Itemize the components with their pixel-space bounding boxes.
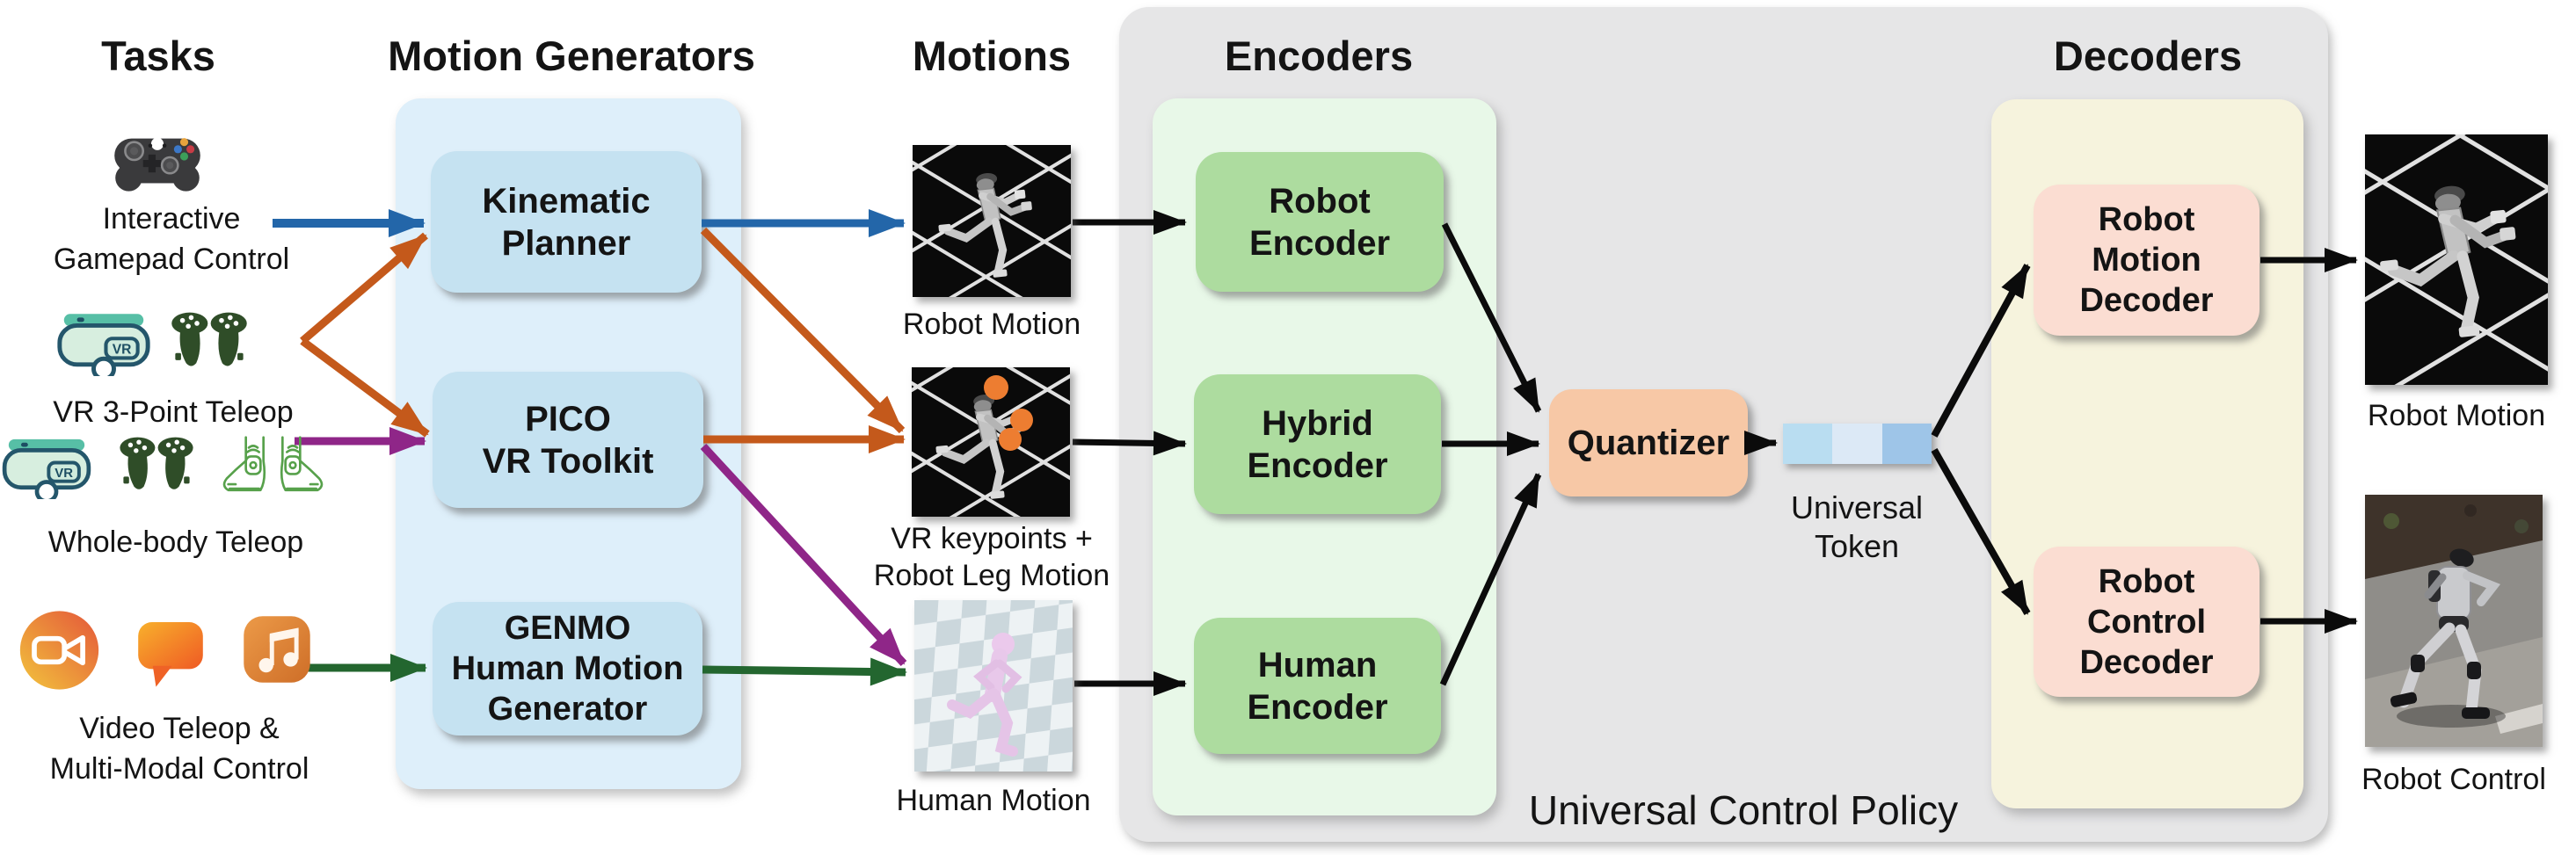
vr-badge-text: VR	[113, 343, 132, 358]
label-line: Token	[1814, 528, 1900, 564]
genmo-generator-box: GENMO Human Motion Generator	[433, 602, 702, 735]
kinematic-planner-label: Kinematic Planner	[482, 180, 650, 264]
label-line: VR Toolkit	[482, 441, 654, 481]
label-line: Hybrid	[1262, 403, 1373, 443]
robot-control-decoder-label: Robot Control Decoder	[2079, 562, 2213, 683]
caption-line: Human Motion	[896, 784, 1091, 817]
genmo-generator-label: GENMO Human Motion Generator	[452, 608, 684, 729]
task-label-gamepad: Interactive Gamepad Control	[54, 199, 289, 279]
pico-vr-toolkit-box: PICO VR Toolkit	[433, 372, 703, 508]
task-label-wholebody: Whole-body Teleop	[48, 522, 303, 562]
heading-decoders: Decoders	[2053, 33, 2243, 79]
heading-motion-generators: Motion Generators	[388, 33, 755, 79]
robot-encoder-box: Robot Encoder	[1196, 152, 1444, 292]
heading-motions: Motions	[912, 33, 1072, 79]
gamepad-icon	[114, 137, 200, 192]
label-line: Human Motion	[451, 650, 684, 687]
robot-motion-image	[913, 145, 1071, 297]
label-line: Multi-Modal Control	[49, 752, 309, 786]
heading-tasks: Tasks	[101, 33, 215, 79]
arrow-pico-to-human-motion	[700, 443, 907, 667]
robot-control-decoder-box: Robot Control Decoder	[2034, 547, 2259, 697]
caption-output-robot-control: Robot Control	[2361, 761, 2546, 798]
caption-line: VR keypoints +	[891, 522, 1093, 555]
label-line: PICO	[525, 399, 611, 438]
human-encoder-box: Human Encoder	[1194, 618, 1441, 754]
robot-encoder-label: Robot Encoder	[1249, 180, 1390, 264]
vr-headset-icon: VR	[57, 314, 150, 376]
label-line: Encoder	[1247, 687, 1388, 727]
label-line: Human	[1257, 645, 1378, 685]
arrow-human-encoder-to-quantizer	[1439, 473, 1542, 686]
label-line: Motion	[2092, 242, 2201, 279]
token-cell	[1832, 424, 1882, 464]
heading-encoders: Encoders	[1224, 33, 1414, 79]
robot-motion-decoder-label: Robot Motion Decoder	[2079, 199, 2213, 321]
vr-badge-text: VR	[55, 467, 73, 481]
vr-controllers-icon	[120, 437, 193, 489]
vr-controllers-icon	[171, 312, 247, 366]
human-encoder-label: Human Encoder	[1247, 644, 1387, 728]
label-line: Encoder	[1248, 223, 1391, 263]
robot-motion-output-image	[2365, 134, 2548, 385]
label-line: Generator	[487, 691, 648, 728]
video-call-icon	[19, 611, 99, 690]
task-label-video-multimodal: Video Teleop & Multi-Modal Control	[50, 708, 309, 789]
arrow-vr3point-to-kinematic	[300, 232, 428, 344]
label-line: Whole-body Teleop	[47, 525, 304, 559]
caption-vr-keypoints: VR keypoints + Robot Leg Motion	[874, 520, 1110, 594]
label-line: Control	[2086, 603, 2207, 641]
arrow-vr3point-to-pico	[300, 337, 430, 438]
pico-vr-toolkit-label: PICO VR Toolkit	[483, 398, 654, 482]
feet-trackers-icon	[222, 436, 324, 492]
vr-keypoints-image	[912, 367, 1070, 517]
label-line: Interactive	[102, 202, 241, 235]
hybrid-encoder-label: Hybrid Encoder	[1247, 402, 1387, 487]
caption-robot-motion: Robot Motion	[903, 306, 1081, 343]
arrow-kinematic-to-vr-keypoints	[700, 227, 906, 434]
label-line: Robot	[1269, 181, 1371, 221]
caption-output-robot-motion: Robot Motion	[2368, 397, 2545, 434]
label-line: Video Teleop &	[79, 712, 280, 745]
caption-line: Robot Leg Motion	[873, 559, 1110, 592]
arrow-token-to-motion-decoder	[1931, 264, 2031, 438]
kinematic-planner-box: Kinematic Planner	[431, 151, 702, 293]
label-line: Robot	[2098, 562, 2195, 600]
label-line: Universal	[1790, 489, 1924, 525]
token-cell	[1882, 424, 1932, 464]
label-line: Decoder	[2079, 282, 2214, 319]
universal-token	[1783, 424, 1932, 464]
robot-motion-decoder-box: Robot Motion Decoder	[2034, 185, 2259, 336]
universal-control-policy-label: Universal Control Policy	[1528, 787, 1959, 833]
caption-line: Robot Control	[2361, 763, 2546, 796]
vr-headset-icon: VR	[2, 438, 91, 499]
label-line: Robot	[2098, 201, 2195, 238]
label-line: Planner	[501, 223, 631, 263]
caption-line: Robot Motion	[2367, 399, 2546, 432]
token-cell	[1783, 424, 1832, 464]
caption-human-motion: Human Motion	[896, 782, 1090, 819]
label-line: Kinematic	[482, 181, 651, 221]
label-line: Decoder	[2079, 643, 2214, 681]
chat-icon	[138, 622, 203, 687]
task-label-vr-3point: VR 3-Point Teleop	[53, 392, 293, 432]
arrow-genmo-to-human-motion	[702, 657, 907, 686]
human-motion-image	[914, 600, 1073, 772]
universal-token-label: Universal Token	[1791, 489, 1923, 566]
robot-control-output-image	[2365, 495, 2543, 747]
hybrid-encoder-box: Hybrid Encoder	[1194, 374, 1441, 514]
label-line: VR 3-Point Teleop	[53, 395, 294, 429]
quantizer-box: Quantizer	[1549, 389, 1748, 496]
caption-line: Robot Motion	[902, 308, 1081, 341]
vr-keypoint-markers	[984, 375, 1033, 451]
label-line: Gamepad Control	[53, 243, 290, 276]
label-line: GENMO	[504, 610, 631, 647]
arrow-robot-encoder-to-quantizer	[1441, 222, 1542, 413]
quantizer-label: Quantizer	[1567, 424, 1730, 462]
arrow-vr-keypoints-to-hybrid-encoder	[1072, 431, 1187, 456]
label-line: Encoder	[1247, 446, 1388, 485]
arrow-token-to-control-decoder	[1931, 448, 2031, 615]
music-icon	[244, 616, 310, 683]
